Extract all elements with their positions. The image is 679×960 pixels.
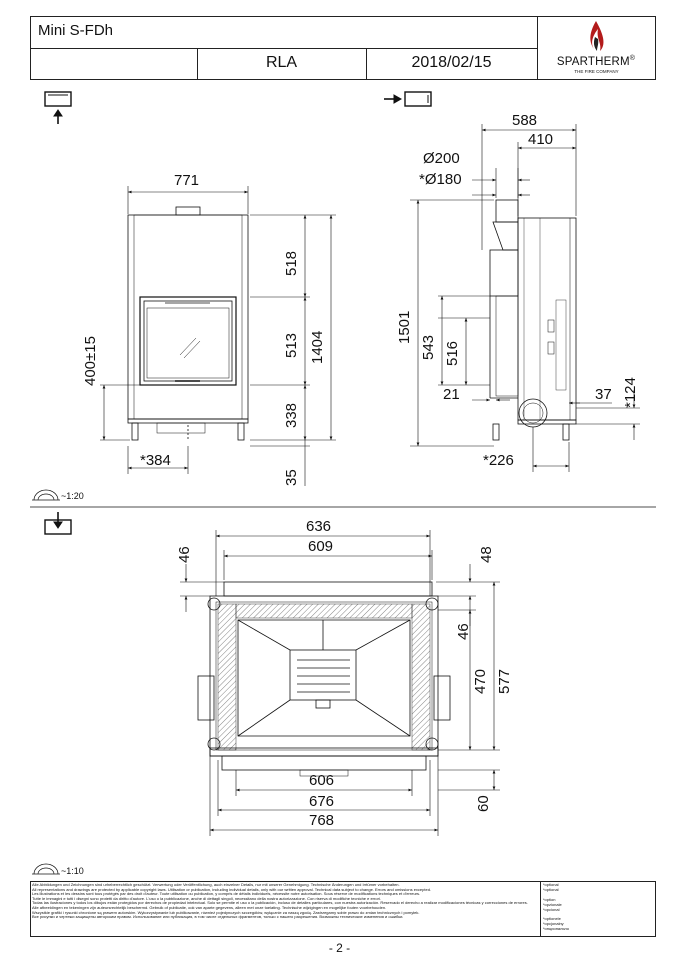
dim-side-226: *226: [483, 452, 514, 469]
title-block-divider-v3: [537, 16, 538, 80]
page-number: - 2 -: [328, 941, 351, 955]
disclaimer-line: Alle Abbildungen und Zeichnungen sind ur…: [32, 883, 400, 887]
disclaimer-line: Wszystkie grafiki i rysunki chronione są…: [32, 909, 420, 915]
dim-front-513: 513: [283, 332, 300, 358]
side-view-dimensions: [410, 124, 640, 472]
optional-note: *опционально: [543, 926, 569, 932]
disclaimer-divider: [540, 881, 541, 937]
disclaimer-line: All representations and drawings are pro…: [32, 886, 432, 892]
scale-label-1: ~1:20: [61, 491, 84, 501]
side-view: [489, 199, 577, 441]
dim-front-width: 771: [174, 172, 200, 189]
dim-top-60: 60: [475, 795, 492, 812]
front-view: [127, 206, 249, 441]
scale-icon: [32, 489, 60, 501]
dim-top-636: 636: [306, 518, 332, 535]
dim-side-543: 543: [420, 334, 437, 360]
dim-front-35: 35: [283, 469, 300, 486]
dim-side-21: 21: [443, 386, 460, 403]
scale-label-2: ~1:10: [61, 866, 84, 876]
optional-notes: *optional *optional *option *opzionale *…: [543, 883, 653, 935]
disclaimer-line: Les illustrations et les dessins sont to…: [32, 891, 421, 897]
optional-note: *opcjonalny: [543, 921, 564, 927]
disclaimer-line: Tutte le immagini e tutti i disegni sono…: [32, 895, 381, 901]
dim-front-338: 338: [283, 402, 300, 428]
title-block-divider-v1: [197, 48, 198, 80]
dim-side-1501: 1501: [396, 310, 413, 344]
dim-side-588: 588: [512, 112, 538, 129]
dim-front-518: 518: [283, 250, 300, 276]
title-block-divider-h: [30, 48, 537, 49]
disclaimer-line: Todas las ilustraciones y todos los dibu…: [32, 900, 528, 906]
model-name: Mini S-FDh: [38, 22, 114, 39]
disclaimer-line: Alle afbeeldingen en tekeningen zijn aut…: [32, 904, 387, 910]
dim-side-516: 516: [444, 340, 461, 366]
dim-top-606: 606: [309, 772, 335, 789]
disclaimer-box: [30, 881, 656, 937]
dim-side-410: 410: [528, 131, 554, 148]
dim-front-1404: 1404: [309, 330, 326, 364]
dim-top-577: 577: [496, 668, 513, 694]
dim-side-37: 37: [595, 386, 612, 403]
title-block-divider-v2: [366, 48, 367, 80]
drawing-date: 2018/02/15: [411, 54, 492, 71]
dim-top-48: 48: [478, 546, 495, 563]
dim-side-200: Ø200: [423, 150, 460, 167]
disclaimer-line: Все рисунки и чертежи защищены авторским…: [32, 914, 404, 920]
optional-note: *optionele: [543, 916, 561, 922]
dim-front-400: 400±15: [82, 336, 99, 386]
front-view-dimensions: [100, 186, 336, 486]
brand-tagline: THE FIRE COMPANY: [574, 69, 619, 74]
optional-note: *opzionale: [543, 901, 562, 907]
optional-note: *option: [543, 896, 556, 902]
brand-name: SPARTHERM®: [556, 55, 636, 68]
optional-note: *optional: [543, 883, 559, 887]
disclaimer-text: Alle Abbildungen und Zeichnungen sind ur…: [32, 883, 538, 935]
top-view: [197, 581, 451, 777]
dim-side-180: *Ø180: [419, 171, 462, 188]
optional-note: *opcional: [543, 906, 560, 912]
dim-top-46-right: 46: [455, 623, 472, 640]
dim-side-124: *124: [622, 377, 639, 408]
dim-top-676: 676: [309, 793, 335, 810]
top-view-dimensions: [180, 530, 500, 836]
scale-icon-2: [32, 863, 60, 875]
flame-icon: [590, 21, 604, 51]
top-view-icon: [44, 512, 72, 535]
dim-top-768: 768: [309, 812, 335, 829]
dim-top-609: 609: [308, 538, 334, 555]
variant-label: RLA: [265, 54, 298, 71]
front-view-icon: [44, 91, 72, 124]
side-view-icon: [384, 91, 432, 107]
optional-note: *optional: [543, 886, 559, 892]
dim-top-470: 470: [472, 668, 489, 694]
brand-logo: SPARTHERM® THE FIRE COMPANY: [538, 17, 655, 79]
dim-top-46-left: 46: [176, 546, 193, 563]
dim-front-384: *384: [140, 452, 171, 469]
